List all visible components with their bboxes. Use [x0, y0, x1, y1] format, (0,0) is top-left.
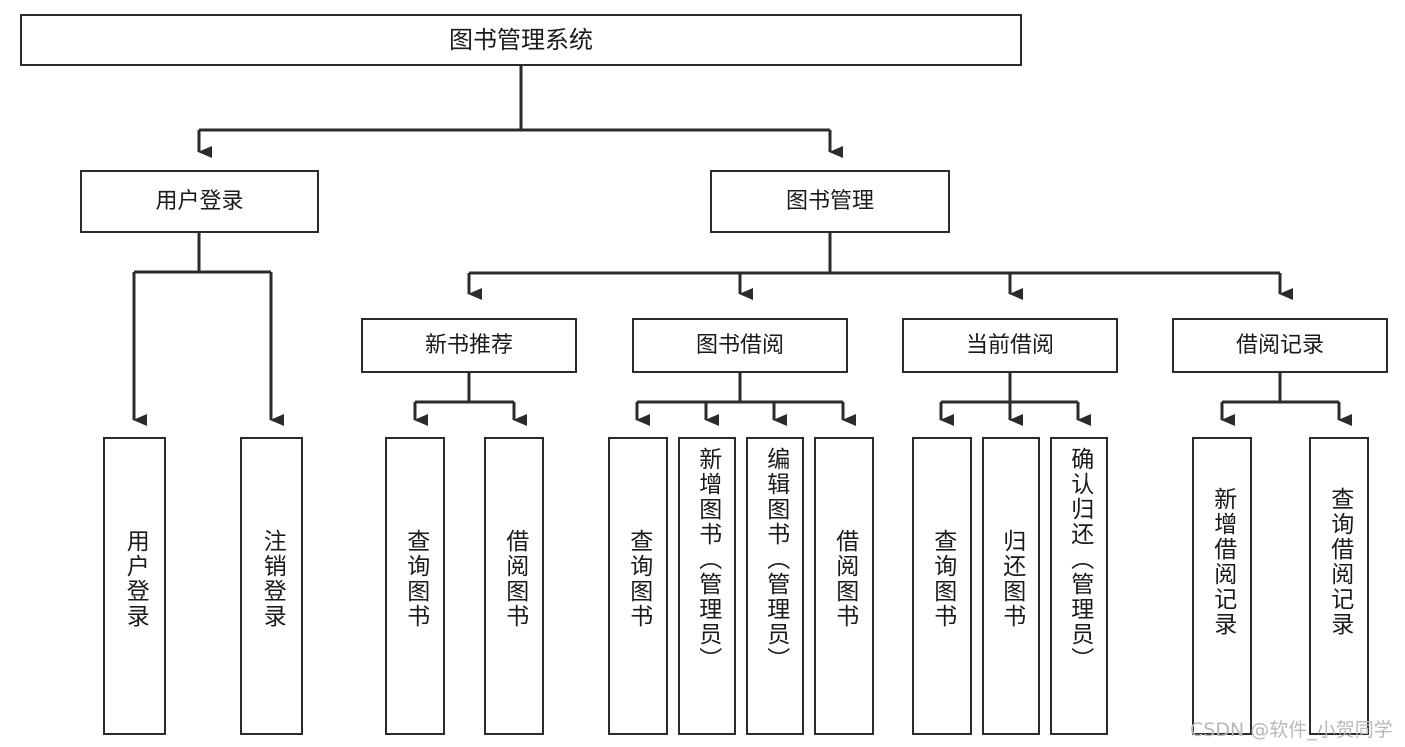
node-leaf-user-login[interactable]: 用户登录 [103, 437, 166, 735]
node-book-borrow[interactable]: 图书借阅 [632, 318, 848, 373]
node-leaf-query-book-recommend[interactable]: 查询图书 [385, 437, 445, 735]
node-leaf-edit-book-admin[interactable]: 编辑图书（管理员） [746, 437, 804, 735]
node-leaf-add-borrow-record[interactable]: 新增借阅记录 [1192, 437, 1252, 735]
node-leaf-borrow-book-recommend-label: 借阅图书 [501, 529, 528, 629]
node-leaf-logout-label: 注销登录 [259, 529, 286, 629]
node-leaf-return-book[interactable]: 归还图书 [982, 437, 1040, 735]
node-leaf-logout[interactable]: 注销登录 [240, 437, 303, 735]
node-borrow-record-label: 借阅记录 [1235, 332, 1324, 358]
node-borrow-record[interactable]: 借阅记录 [1172, 318, 1388, 373]
node-leaf-query-book-current-label: 查询图书 [929, 529, 956, 629]
node-leaf-borrow-book[interactable]: 借阅图书 [814, 437, 874, 735]
node-current-borrow-label: 当前借阅 [965, 332, 1054, 358]
node-root-book-management-system[interactable]: 图书管理系统 [20, 14, 1022, 66]
node-leaf-query-book-recommend-label: 查询图书 [402, 529, 429, 629]
node-new-book-recommend[interactable]: 新书推荐 [361, 318, 577, 373]
node-leaf-add-borrow-record-label: 新增借阅记录 [1209, 487, 1236, 637]
node-leaf-add-book-admin[interactable]: 新增图书（管理员） [678, 437, 736, 735]
node-leaf-add-book-admin-label: 新增图书（管理员） [694, 447, 721, 672]
node-leaf-edit-book-admin-label: 编辑图书（管理员） [762, 447, 789, 672]
node-leaf-confirm-return-admin[interactable]: 确认归还（管理员） [1050, 437, 1108, 735]
node-user-login-label: 用户登录 [155, 188, 244, 214]
node-leaf-query-borrow-record[interactable]: 查询借阅记录 [1309, 437, 1369, 735]
node-leaf-confirm-return-admin-label: 确认归还（管理员） [1066, 447, 1093, 672]
node-leaf-query-book-borrow[interactable]: 查询图书 [608, 437, 668, 735]
node-book-management-label: 图书管理 [785, 188, 874, 214]
node-leaf-borrow-book-label: 借阅图书 [831, 529, 858, 629]
node-book-management[interactable]: 图书管理 [710, 170, 950, 233]
node-leaf-query-book-borrow-label: 查询图书 [625, 529, 652, 629]
node-root-label: 图书管理系统 [449, 25, 593, 54]
node-new-book-recommend-label: 新书推荐 [424, 332, 513, 358]
node-leaf-query-borrow-record-label: 查询借阅记录 [1326, 487, 1353, 637]
node-leaf-user-login-label: 用户登录 [122, 529, 149, 629]
node-leaf-borrow-book-recommend[interactable]: 借阅图书 [484, 437, 544, 735]
node-book-borrow-label: 图书借阅 [695, 332, 784, 358]
node-leaf-query-book-current[interactable]: 查询图书 [912, 437, 972, 735]
node-current-borrow[interactable]: 当前借阅 [902, 318, 1118, 373]
csdn-watermark: CSDN @软件_小贺同学 [1190, 719, 1393, 741]
node-user-login[interactable]: 用户登录 [80, 170, 319, 233]
node-leaf-return-book-label: 归还图书 [998, 529, 1025, 629]
